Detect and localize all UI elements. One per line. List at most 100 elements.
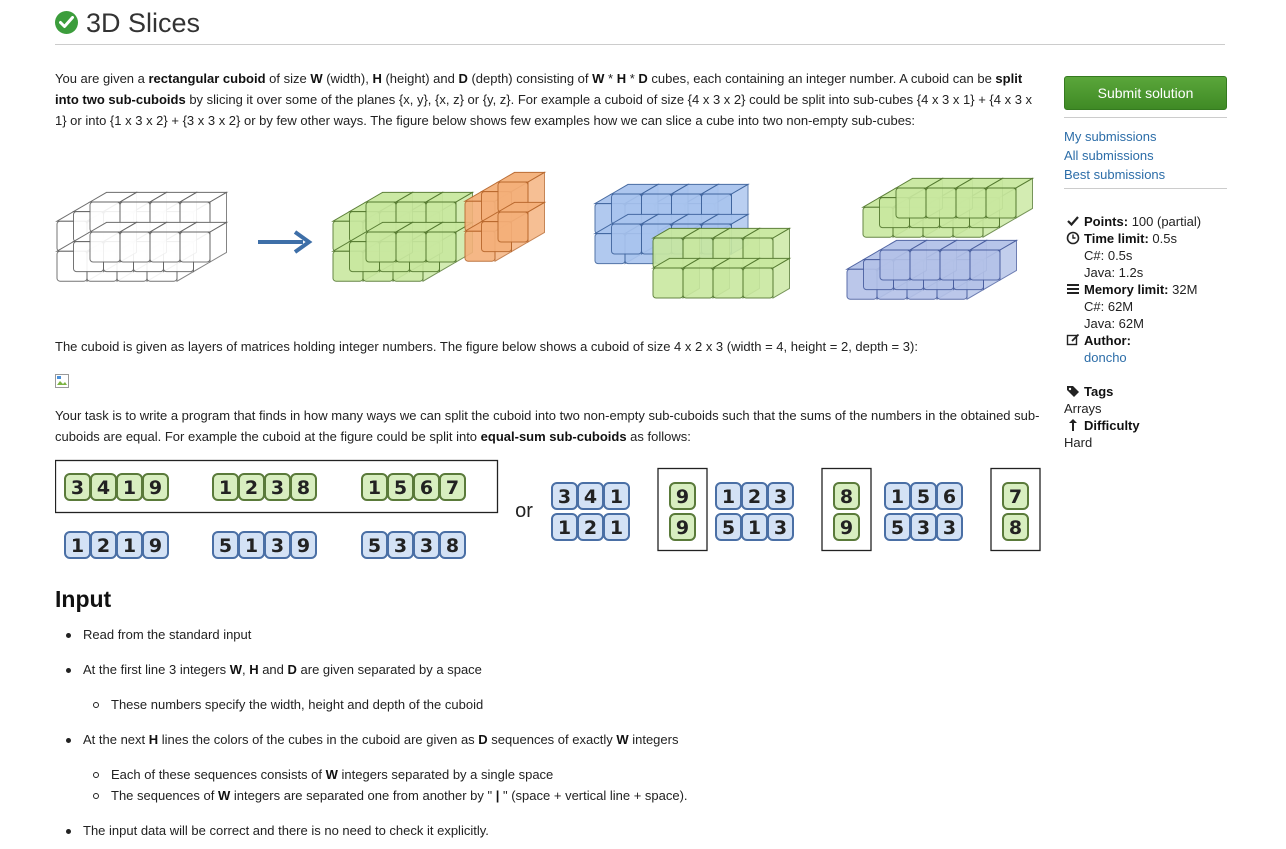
number-cell: 2 (741, 482, 768, 510)
input-item: Read from the standard input (55, 626, 1045, 644)
svg-text:9: 9 (149, 535, 162, 557)
svg-text:4: 4 (97, 477, 110, 499)
number-cell: 1 (551, 513, 578, 541)
svg-text:1: 1 (891, 486, 904, 508)
number-cell: 5 (212, 531, 239, 559)
sidebar: Submit solution My submissions All submi… (1064, 76, 1227, 451)
number-cell: 2 (577, 513, 604, 541)
number-cell: 9 (290, 531, 317, 559)
check-circle-icon (55, 11, 78, 34)
svg-text:5: 5 (891, 517, 904, 539)
svg-text:2: 2 (748, 486, 761, 508)
time-limit-java: Java: 1.2s (1084, 265, 1144, 280)
svg-text:1: 1 (123, 477, 136, 499)
svg-text:3: 3 (917, 517, 930, 539)
svg-text:5: 5 (368, 535, 381, 557)
arrow-head-icon (293, 230, 313, 254)
svg-text:1: 1 (123, 535, 136, 557)
submit-solution-button[interactable]: Submit solution (1064, 76, 1227, 110)
cuboid-paragraph: The cuboid is given as layers of matrice… (55, 339, 918, 354)
author-link[interactable]: doncho (1084, 350, 1127, 365)
author-row: Author: (1064, 332, 1227, 349)
input-subitem: Each of these sequences consists of W in… (55, 766, 1045, 784)
svg-text:1: 1 (722, 486, 735, 508)
number-cell: 2 (238, 473, 265, 501)
number-cell: 1 (361, 473, 388, 501)
svg-text:2: 2 (97, 535, 110, 557)
svg-text:8: 8 (297, 477, 310, 499)
number-cell: 1 (116, 473, 143, 501)
number-cell: 3 (767, 513, 794, 541)
svg-text:7: 7 (446, 477, 459, 499)
input-subitem: These numbers specify the width, height … (55, 696, 1045, 714)
svg-text:9: 9 (840, 517, 853, 539)
problem-info: Points: 100 (partial) Time limit: 0.5s C… (1064, 213, 1227, 451)
svg-text:1: 1 (748, 517, 761, 539)
svg-text:9: 9 (149, 477, 162, 499)
svg-text:8: 8 (1009, 517, 1022, 539)
tags-value: Arrays (1064, 401, 1102, 416)
split-plane-frame (657, 467, 708, 552)
number-cell: 9 (669, 482, 696, 510)
input-item: At the first line 3 integers W, H and D … (55, 661, 1045, 679)
svg-text:9: 9 (676, 486, 689, 508)
memory-limit-row: Memory limit: 32M (1064, 281, 1227, 298)
number-cell: 7 (1002, 482, 1029, 510)
svg-text:1: 1 (368, 477, 381, 499)
blue-cube (968, 239, 1019, 281)
svg-text:9: 9 (676, 517, 689, 539)
number-cell: 2 (90, 531, 117, 559)
svg-text:4: 4 (584, 486, 597, 508)
svg-text:5: 5 (722, 517, 735, 539)
page-header: 3D Slices (55, 6, 1225, 45)
svg-text:1: 1 (71, 535, 84, 557)
number-cell: 1 (741, 513, 768, 541)
submission-links: My submissions All submissions Best subm… (1064, 127, 1227, 184)
number-cell: 1 (212, 473, 239, 501)
edit-icon (1066, 333, 1080, 346)
checkmark-icon (1067, 216, 1079, 227)
split-plane-frame (990, 467, 1041, 552)
clock-icon (1066, 231, 1080, 245)
svg-text:1: 1 (558, 517, 571, 539)
tags-row: Tags (1064, 383, 1227, 400)
number-cell: 4 (577, 482, 604, 510)
input-requirements-list: Read from the standard input At the first… (55, 626, 1045, 840)
number-cell: 5 (361, 531, 388, 559)
svg-text:3: 3 (271, 477, 284, 499)
page-title: 3D Slices (86, 8, 201, 38)
input-heading: Input (55, 586, 112, 612)
number-cell: 5 (910, 482, 937, 510)
my-submissions-link[interactable]: My submissions (1064, 129, 1157, 144)
all-submissions-link[interactable]: All submissions (1064, 148, 1154, 163)
input-subitem: The sequences of W integers are separate… (55, 787, 1045, 805)
number-cell: 1 (884, 482, 911, 510)
svg-text:3: 3 (420, 535, 433, 557)
input-item: At the next H lines the colors of the cu… (55, 731, 1045, 749)
input-item: The input data will be correct and there… (55, 822, 1045, 840)
svg-text:9: 9 (297, 535, 310, 557)
number-cell: 6 (936, 482, 963, 510)
svg-text:5: 5 (219, 535, 232, 557)
memory-limit-cs: C#: 62M (1084, 299, 1134, 314)
number-cell: 5 (715, 513, 742, 541)
svg-text:3: 3 (774, 517, 787, 539)
svg-text:3: 3 (774, 486, 787, 508)
broken-image-icon (55, 374, 71, 390)
number-cell: 1 (603, 482, 630, 510)
number-cell: 9 (833, 513, 860, 541)
svg-text:3: 3 (558, 486, 571, 508)
memory-icon (1067, 284, 1079, 294)
number-cell: 1 (238, 531, 265, 559)
orange-cube (496, 201, 547, 243)
best-submissions-link[interactable]: Best submissions (1064, 167, 1166, 182)
number-cell: 3 (264, 473, 291, 501)
number-cell: 3 (551, 482, 578, 510)
slicing-examples-figure (55, 160, 1045, 325)
svg-text:3: 3 (271, 535, 284, 557)
svg-text:8: 8 (840, 486, 853, 508)
number-cell: 1 (64, 531, 91, 559)
svg-text:3: 3 (71, 477, 84, 499)
